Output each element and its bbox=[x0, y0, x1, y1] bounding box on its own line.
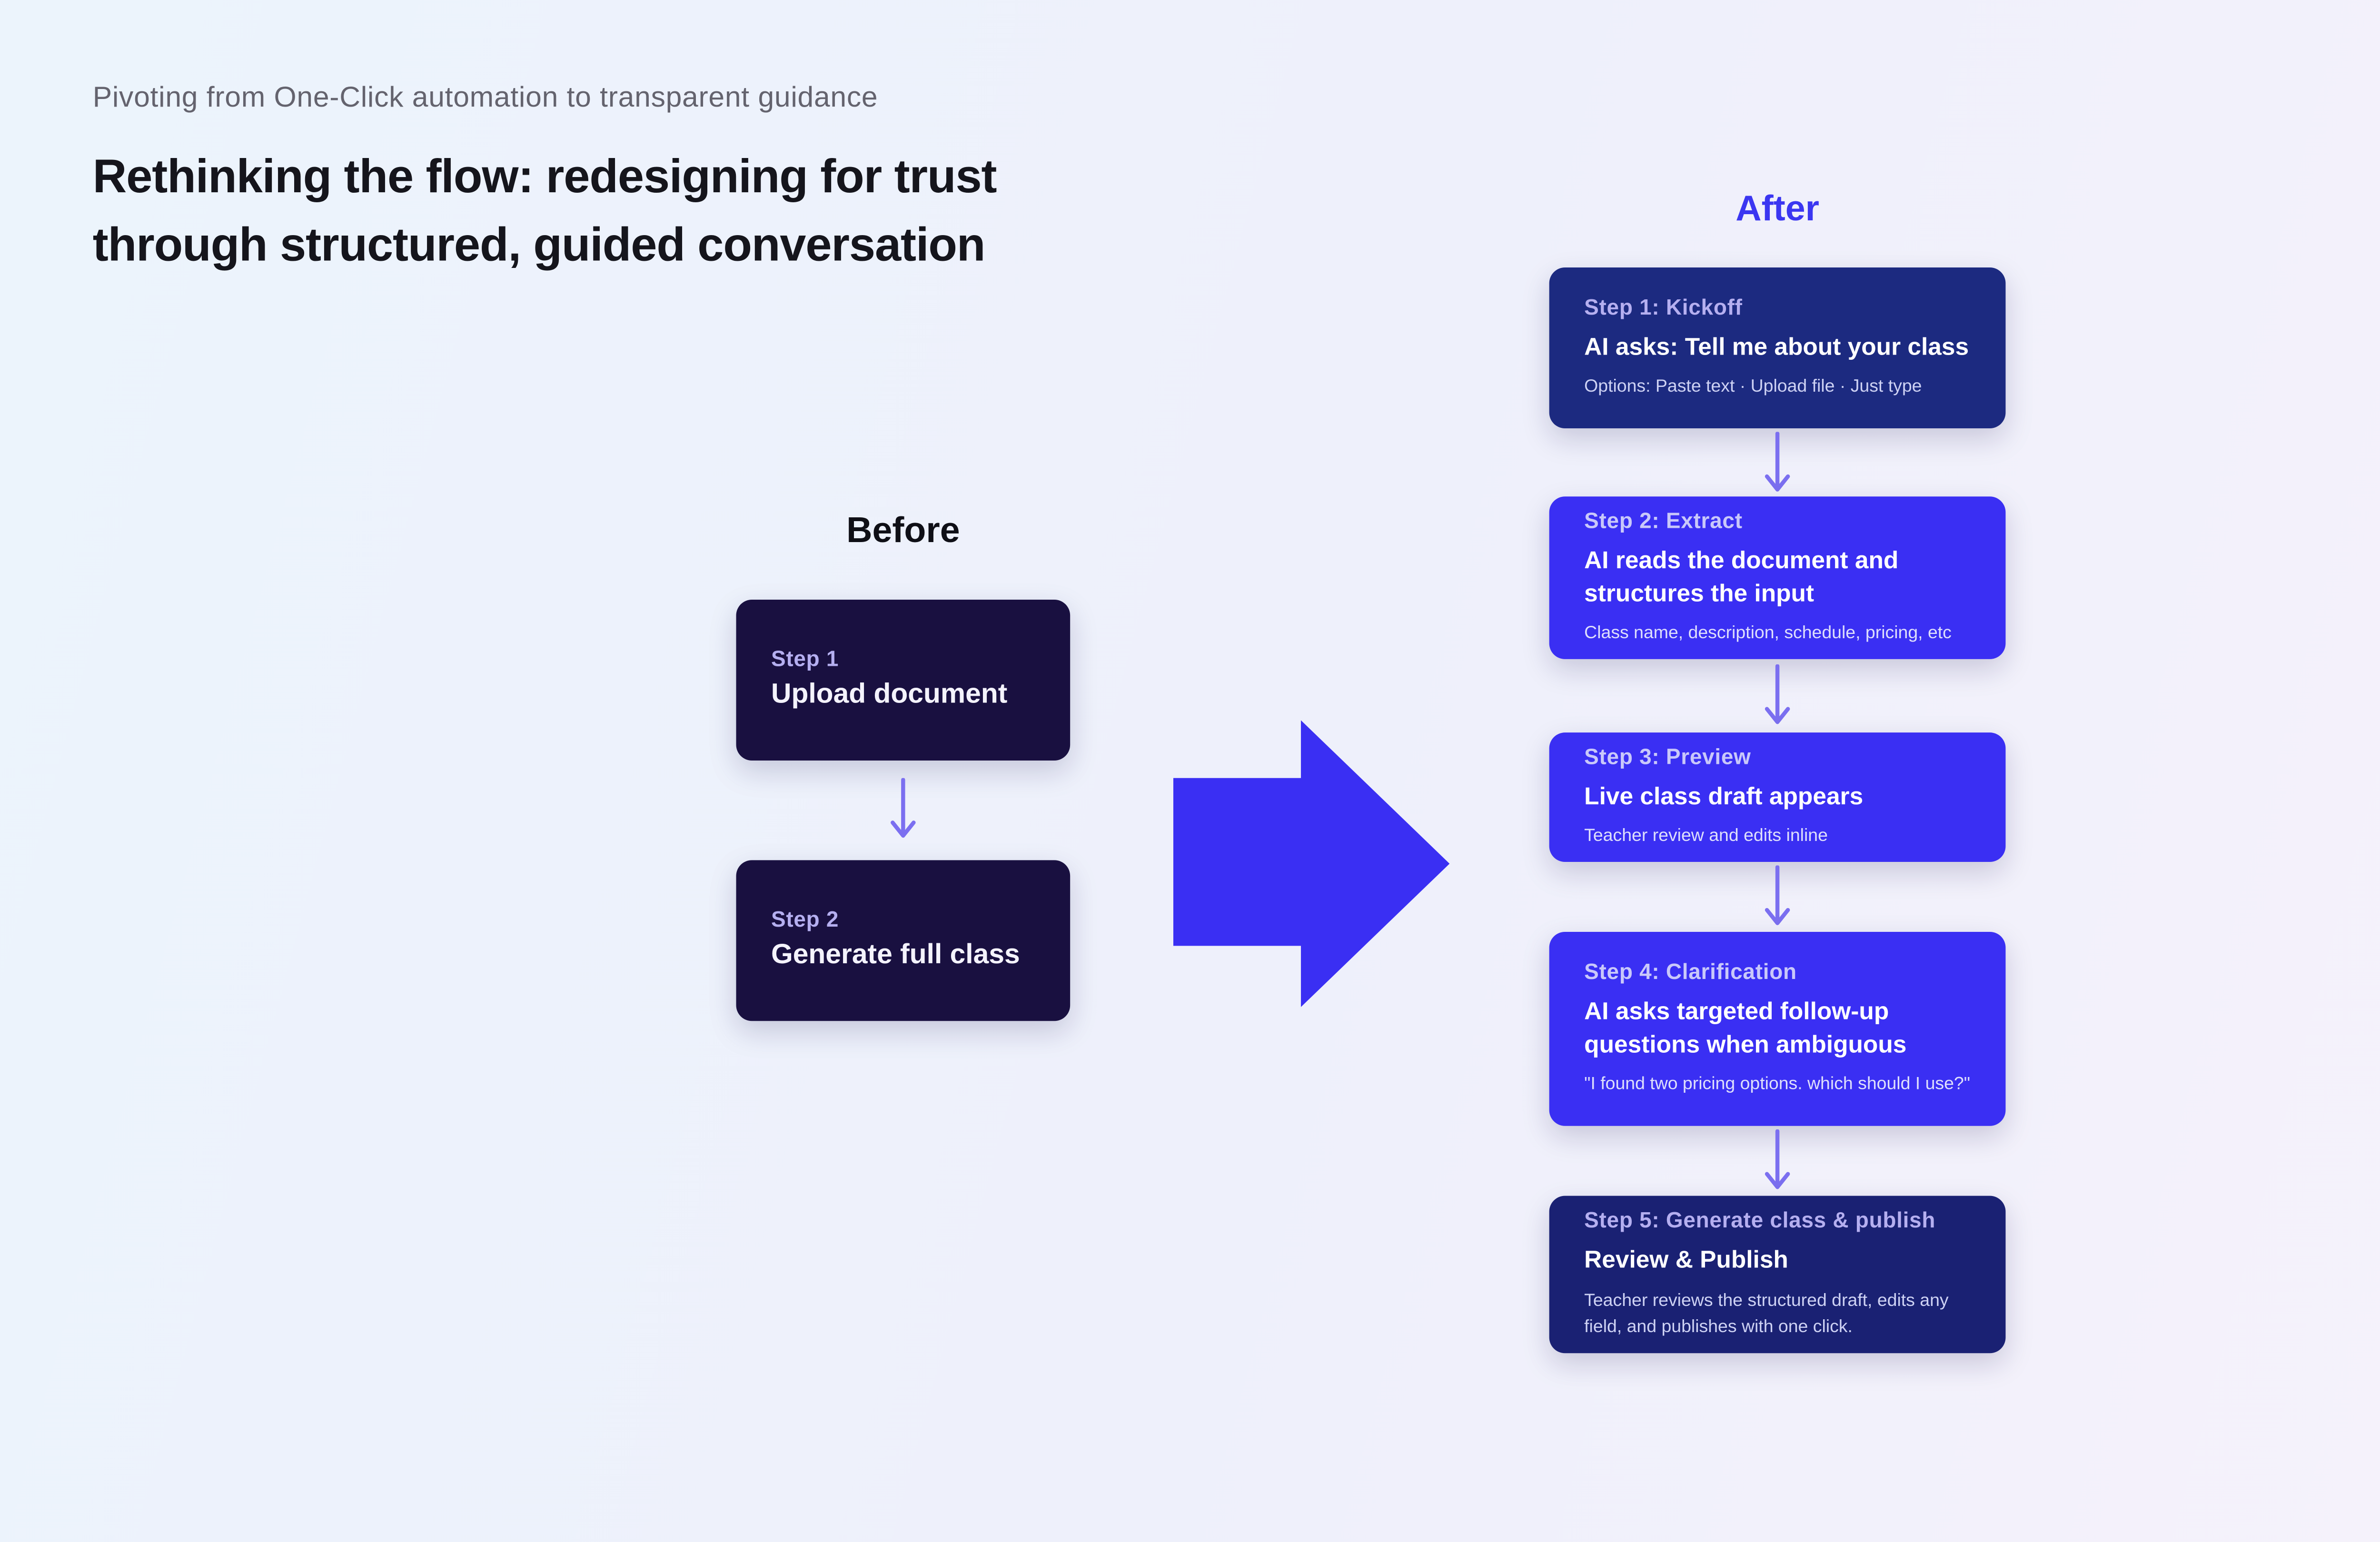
step-title: Generate full class bbox=[771, 941, 1020, 971]
step-subtitle: Teacher review and edits inline bbox=[1584, 827, 1828, 847]
page-title-line-2: through structured, guided conversation bbox=[92, 218, 986, 271]
step-title: Upload document bbox=[771, 680, 1008, 711]
down-arrow-icon bbox=[1765, 664, 1790, 724]
after-step-1-card: Step 1: Kickoff AI asks: Tell me about y… bbox=[1549, 267, 2006, 429]
before-step-1-card: Step 1 Upload document bbox=[736, 600, 1071, 761]
after-step-3-card: Step 3: Preview Live class draft appears… bbox=[1549, 732, 2006, 862]
step-subtitle: Options: Paste text · Upload file · Just… bbox=[1584, 378, 1922, 397]
step-label: Step 2: Extract bbox=[1584, 508, 1743, 534]
step-subtitle: Teacher reviews the structured draft, ed… bbox=[1584, 1291, 1949, 1337]
step-title: AI asks: Tell me about your class bbox=[1584, 332, 1969, 360]
step-subtitle: Class name, description, schedule, prici… bbox=[1584, 624, 1952, 643]
eyebrow-text: Pivoting from One-Click automation to tr… bbox=[92, 82, 878, 114]
step-title: AI asks targeted follow-up questions whe… bbox=[1584, 996, 1907, 1057]
after-heading: After bbox=[1735, 188, 1819, 229]
after-step-5-card: Step 5: Generate class & publish Review … bbox=[1549, 1196, 2006, 1354]
after-step-2-card: Step 2: Extract AI reads the document an… bbox=[1549, 496, 2006, 659]
step-label: Step 4: Clarification bbox=[1584, 959, 1797, 985]
page-title: Rethinking the flow: redesigning for tru… bbox=[93, 143, 997, 280]
before-step-2-card: Step 2 Generate full class bbox=[736, 860, 1071, 1021]
down-arrow-icon bbox=[1765, 1129, 1790, 1189]
step-label: Step 3: Preview bbox=[1584, 744, 1751, 769]
before-heading: Before bbox=[846, 510, 960, 551]
step-label: Step 5: Generate class & publish bbox=[1584, 1208, 1936, 1233]
step-title: Review & Publish bbox=[1584, 1245, 1788, 1274]
step-label: Step 1: Kickoff bbox=[1584, 295, 1743, 320]
page-title-line-1: Rethinking the flow: redesigning for tru… bbox=[92, 150, 997, 203]
down-arrow-icon bbox=[1765, 432, 1790, 492]
step-subtitle: "I found two pricing options. which shou… bbox=[1584, 1075, 1971, 1095]
step-label: Step 2 bbox=[771, 908, 839, 932]
step-title: AI reads the document and structures the… bbox=[1584, 545, 1899, 606]
down-arrow-icon bbox=[1765, 865, 1790, 925]
step-label: Step 1 bbox=[771, 647, 839, 672]
step-title: Live class draft appears bbox=[1584, 781, 1864, 809]
after-step-4-card: Step 4: Clarification AI asks targeted f… bbox=[1549, 931, 2006, 1126]
before-to-after-arrow-icon bbox=[1173, 720, 1450, 1007]
down-arrow-icon bbox=[891, 778, 916, 838]
